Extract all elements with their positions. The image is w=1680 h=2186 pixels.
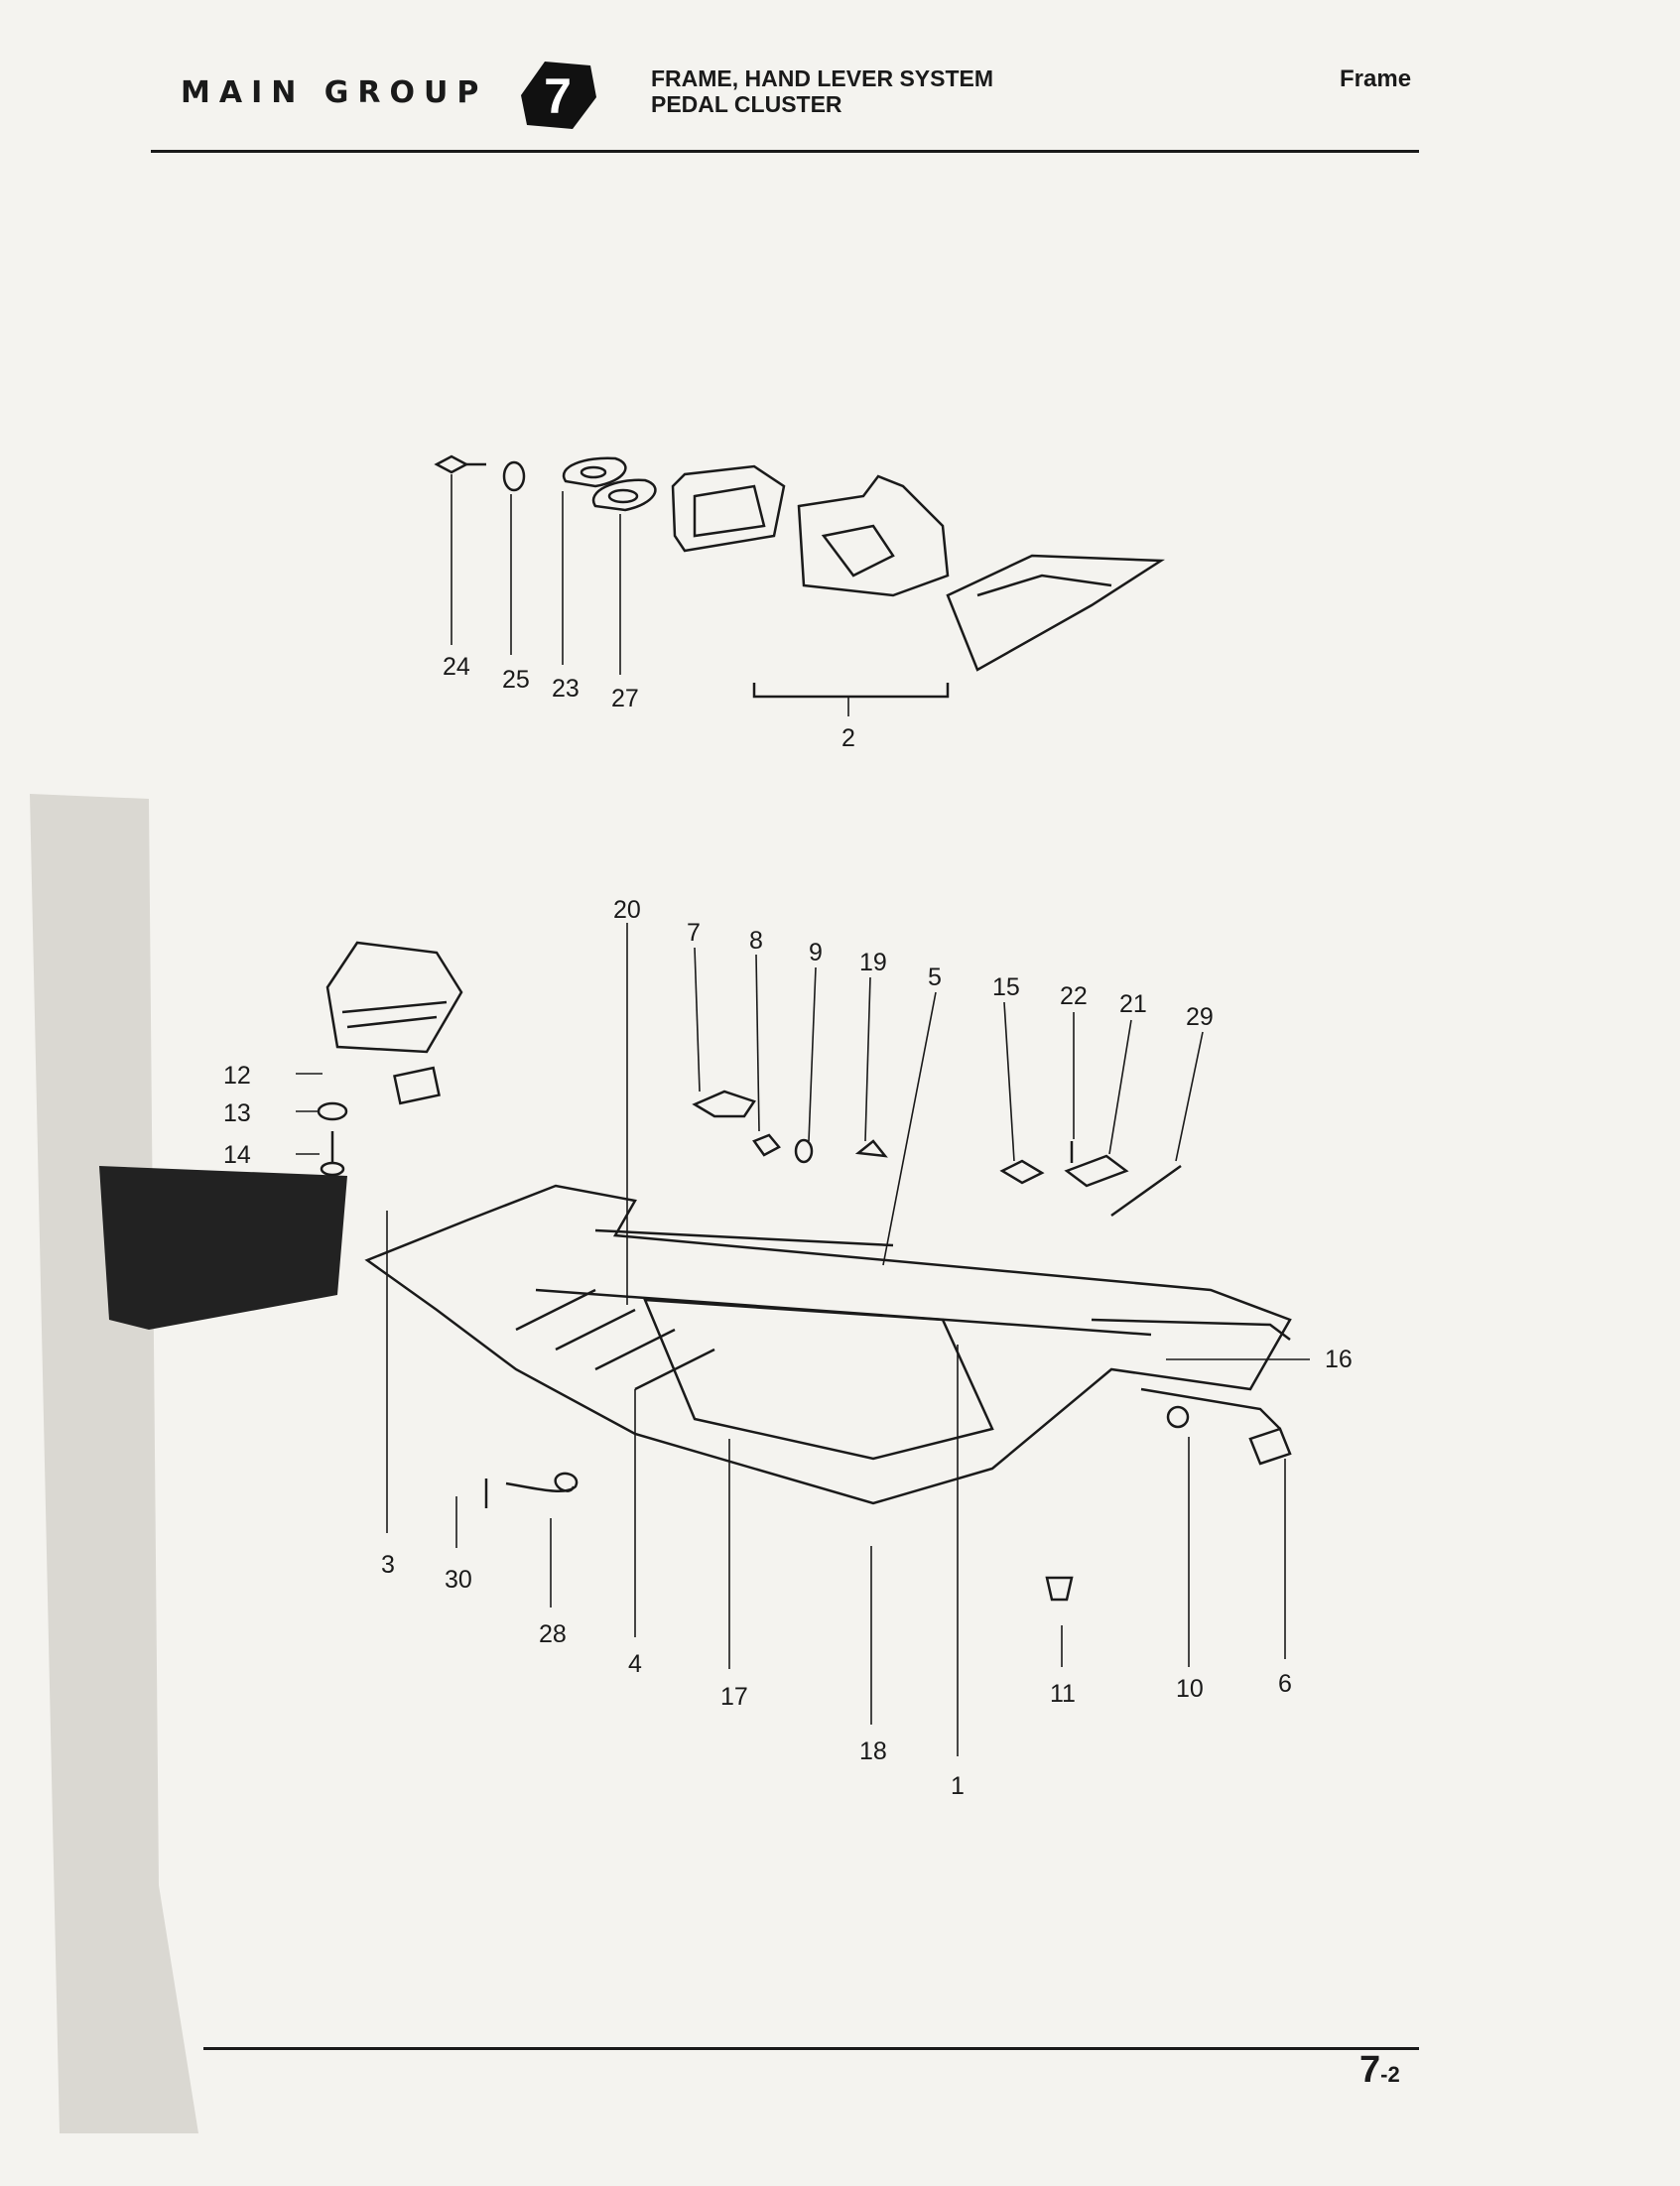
- page-number: 7-2: [1359, 2049, 1400, 2092]
- scan-dark-patch: [99, 1166, 347, 1330]
- callout-9: 9: [809, 939, 823, 966]
- callout-30: 30: [445, 1566, 472, 1594]
- page-number-main: 7: [1359, 2049, 1381, 2091]
- scan-edge-shading: [30, 794, 198, 2133]
- callout-24: 24: [443, 653, 470, 681]
- title-line-2: PEDAL CLUSTER: [651, 91, 842, 117]
- section-label: Frame: [1340, 65, 1412, 92]
- washer-part-13: [317, 1101, 348, 1121]
- callout-5: 5: [928, 964, 942, 991]
- callout-1: 1: [951, 1772, 965, 1800]
- ring-part-9: [794, 1138, 814, 1164]
- header-rule: [151, 150, 1419, 153]
- callout-22: 22: [1060, 982, 1088, 1010]
- bolt-part-14: [320, 1131, 345, 1177]
- group-number: 7: [544, 68, 572, 124]
- nut-part-19: [854, 1139, 888, 1158]
- plate-part-21: [1064, 1154, 1129, 1188]
- rubber-mount-part-12: [325, 941, 463, 1054]
- footer-rule: [203, 2047, 1419, 2050]
- gasket-part-23: [562, 456, 627, 488]
- callout-20: 20: [613, 896, 641, 924]
- title-line-1: FRAME, HAND LEVER SYSTEM: [651, 65, 994, 91]
- page-title: FRAME, HAND LEVER SYSTEM PEDAL CLUSTER: [651, 65, 993, 117]
- callout-21: 21: [1119, 990, 1147, 1018]
- callout-14: 14: [223, 1141, 251, 1169]
- main-group-label: MAIN GROUP: [181, 75, 488, 110]
- callout-29: 29: [1186, 1003, 1214, 1031]
- callout-28: 28: [539, 1620, 567, 1648]
- bracket-part-2a: [671, 464, 786, 553]
- page-number-sub: -2: [1380, 2062, 1400, 2087]
- callout-16: 16: [1325, 1346, 1353, 1373]
- grommet-part-11: [1045, 1576, 1074, 1602]
- frame-part-1: [364, 1184, 1292, 1505]
- clip-part-8: [752, 1133, 781, 1157]
- callout-2: 2: [841, 724, 855, 752]
- washer-part-25: [502, 460, 526, 492]
- callout-11: 11: [1050, 1680, 1076, 1708]
- spring-part-28: [505, 1472, 579, 1493]
- bracket-part-7: [692, 1090, 756, 1118]
- callout-25: 25: [502, 666, 530, 694]
- plate-part-2c: [946, 554, 1166, 672]
- callout-23: 23: [552, 675, 580, 703]
- clip-part-15: [999, 1159, 1045, 1185]
- callout-27: 27: [611, 685, 639, 712]
- callout-15: 15: [992, 973, 1020, 1001]
- callout-10: 10: [1176, 1675, 1204, 1703]
- pad-part-3b: [393, 1066, 441, 1105]
- group-number-badge: 7: [521, 62, 596, 129]
- gasket-part-27: [591, 478, 657, 512]
- callout-17: 17: [720, 1683, 748, 1711]
- callout-7: 7: [687, 919, 701, 947]
- callout-3: 3: [381, 1551, 395, 1579]
- rod-part-29: [1110, 1164, 1182, 1218]
- bracket-group-2: [752, 683, 950, 699]
- tunnel-part-2b: [797, 474, 950, 597]
- callout-4: 4: [628, 1650, 642, 1678]
- bolt-part-24: [434, 454, 486, 474]
- callout-19: 19: [859, 949, 887, 976]
- callout-6: 6: [1278, 1670, 1292, 1698]
- callout-13: 13: [223, 1099, 251, 1127]
- callout-8: 8: [749, 927, 763, 955]
- callout-12: 12: [223, 1062, 251, 1090]
- callout-18: 18: [859, 1737, 887, 1765]
